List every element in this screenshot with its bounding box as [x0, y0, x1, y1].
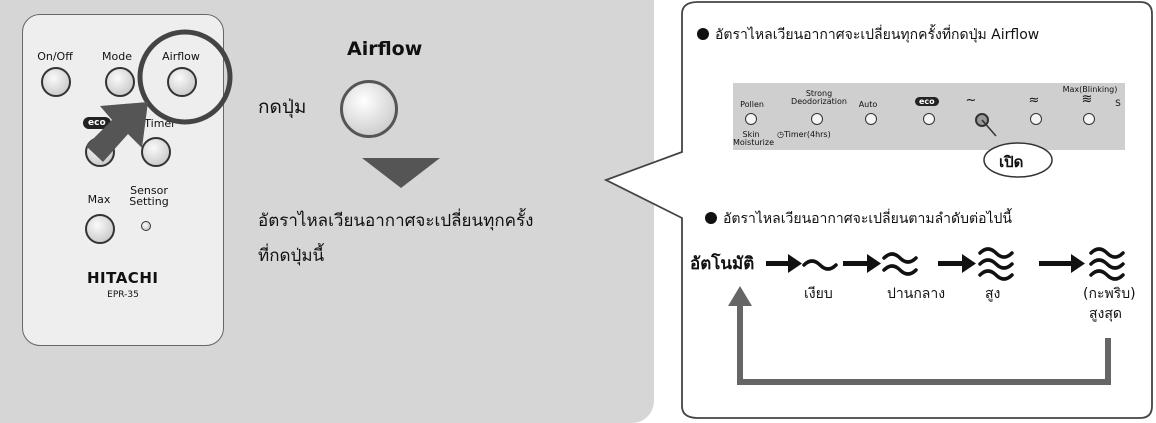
airflow-button[interactable] [167, 67, 197, 97]
strong-deodorization-label: Strong Deodorization [791, 89, 847, 106]
pointer-arrow-icon [86, 102, 148, 162]
medium-airflow-symbol: ≈ [1028, 93, 1040, 108]
indicator-panel: Pollen Strong Deodorization Auto eco ~ ≈… [733, 83, 1125, 150]
airflow-big-button[interactable] [340, 80, 398, 138]
on-label: เปิด [999, 153, 1024, 171]
mode-label: Mode [102, 50, 132, 63]
pollen-label: Pollen [740, 100, 764, 109]
remote-control: On/Off Mode Airflow eco Timer Max Sensor… [22, 14, 224, 346]
onoff-button[interactable] [41, 67, 71, 97]
seq-blinking: (กะพริบ) [1083, 286, 1136, 302]
extra-symbol: S [1115, 99, 1121, 109]
brand-logo: HITACHI [87, 269, 159, 287]
onoff-label: On/Off [37, 50, 73, 63]
highlight-overlay [86, 29, 440, 188]
auto-indicator [865, 113, 877, 125]
max-airflow-symbol: ≋ [1081, 92, 1093, 107]
seq-high: สูง [985, 286, 1001, 302]
pollen-indicator [745, 113, 757, 125]
sensor-setting-button[interactable] [141, 221, 151, 231]
airflow-label: Airflow [162, 50, 200, 63]
timer-4hrs-label: ◷Timer(4hrs) [777, 130, 831, 139]
eco-indicator-label: eco [915, 97, 939, 106]
sensor-setting-label: Sensor Setting [129, 184, 169, 208]
seq-quiet: เงียบ [804, 286, 833, 302]
bullet-icon [697, 28, 709, 40]
instruction-line-1: อัตราไหลเวียนอากาศจะเปลี่ยนทุกครั้ง [258, 211, 534, 231]
model-number: EPR-35 [107, 290, 139, 300]
down-arrow-icon [362, 158, 440, 188]
high-wave-icon [978, 247, 1014, 259]
airflow-title: Airflow [347, 38, 423, 60]
note-bullet-1: อัตราไหลเวียนอากาศจะเปลี่ยนทุกครั้งที่กด… [697, 24, 1039, 46]
highlight-circle [137, 29, 233, 125]
strong-deodorization-indicator [811, 113, 823, 125]
seq-auto: อัตโนมัติ [690, 254, 755, 274]
medium-wave-icon-a [882, 252, 918, 264]
quiet-airflow-symbol: ~ [965, 93, 977, 108]
auto-label: Auto [858, 100, 878, 109]
max-wave-icon [1089, 247, 1125, 259]
max-button[interactable] [85, 214, 115, 244]
medium-indicator [1030, 113, 1042, 125]
bullet-icon [705, 212, 717, 224]
timer-button[interactable] [141, 137, 171, 167]
eco-badge: eco [83, 117, 111, 129]
max-indicator [1083, 113, 1095, 125]
max-label: Max [87, 193, 111, 206]
note-1-text: อัตราไหลเวียนอากาศจะเปลี่ยนทุกครั้งที่กด… [715, 27, 1040, 43]
max-blinking-label: Max(Blinking) [1062, 85, 1118, 94]
clock-icon: ◷ [777, 130, 784, 139]
press-label: กดปุ่ม [258, 96, 307, 118]
note-2-text: อัตราไหลเวียนอากาศจะเปลี่ยนตามลำดับต่อไป… [723, 211, 1012, 227]
seq-medium: ปานกลาง [887, 286, 946, 302]
timer-label: Timer [144, 117, 176, 130]
eco-indicator [923, 113, 935, 125]
return-arrow-icon [728, 286, 752, 306]
mode-button[interactable] [105, 67, 135, 97]
seq-max: สูงสุด [1089, 306, 1123, 322]
quiet-wave-icon [802, 259, 838, 271]
instruction-line-2: ที่กดปุ่มนี้ [258, 246, 325, 266]
skin-moisturize-label: Skin Moisturize [733, 130, 775, 147]
note-bullet-2: อัตราไหลเวียนอากาศจะเปลี่ยนตามลำดับต่อไป… [705, 208, 1012, 230]
